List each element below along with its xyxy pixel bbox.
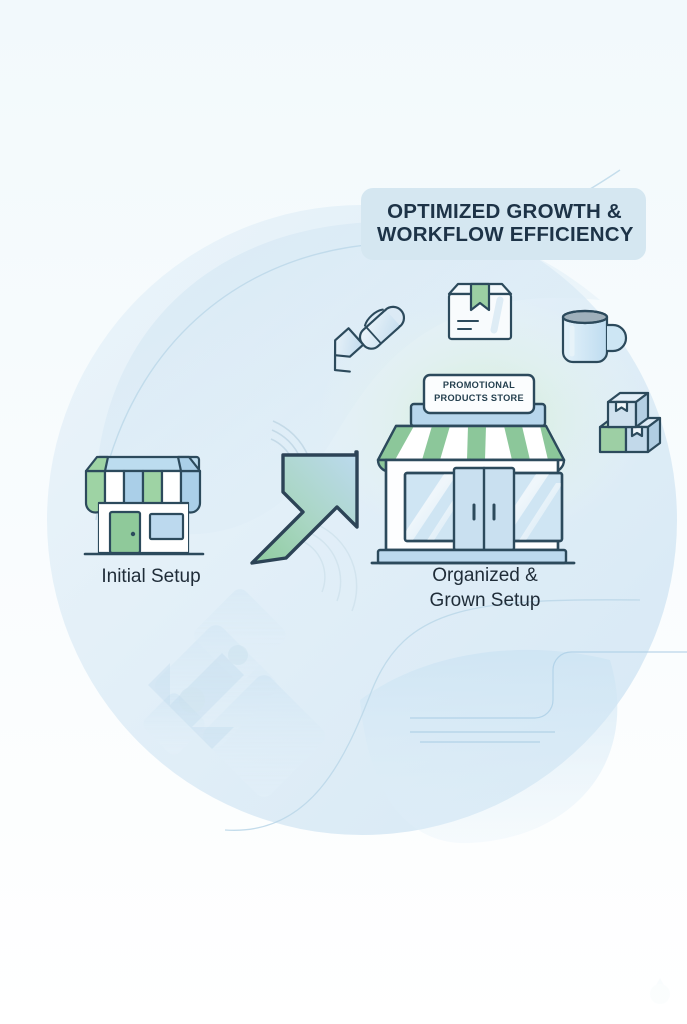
store-sign-line1: PROMOTIONAL [442,380,516,390]
large-storefront [370,373,576,565]
small-storefront [83,455,205,556]
background-diamonds [143,589,325,797]
headline-line-2: WORKFLOW EFFICIENCY [377,223,634,247]
caption-initial-setup: Initial Setup [101,566,201,587]
background-detail-lines [410,731,555,743]
growth-arrow [250,450,359,565]
caption-grown-line-2: Grown Setup [429,590,541,612]
pen-icon [333,305,405,373]
caption-grown-line-1: Organized & [432,565,538,586]
arrow-ripples-lower [299,523,358,612]
coffee-mug-icon [561,309,628,364]
watermark [650,978,670,1004]
stacked-boxes-icon [598,391,662,454]
store-sign-line2: PRODUCTS STORE [434,393,524,404]
headline-badge: OPTIMIZED GROWTH & WORKFLOW EFFICIENCY [361,188,646,260]
background-curve-lower [224,599,641,831]
arrow-shadow [148,645,248,749]
background-circuit-line [410,651,687,719]
store-sign: PROMOTIONAL PRODUCTS STORE [424,379,534,405]
package-box-icon [447,282,513,341]
headline-line-1: OPTIMIZED GROWTH & [387,200,622,223]
caption-grown-setup: Organized & Grown Setup [380,563,590,613]
